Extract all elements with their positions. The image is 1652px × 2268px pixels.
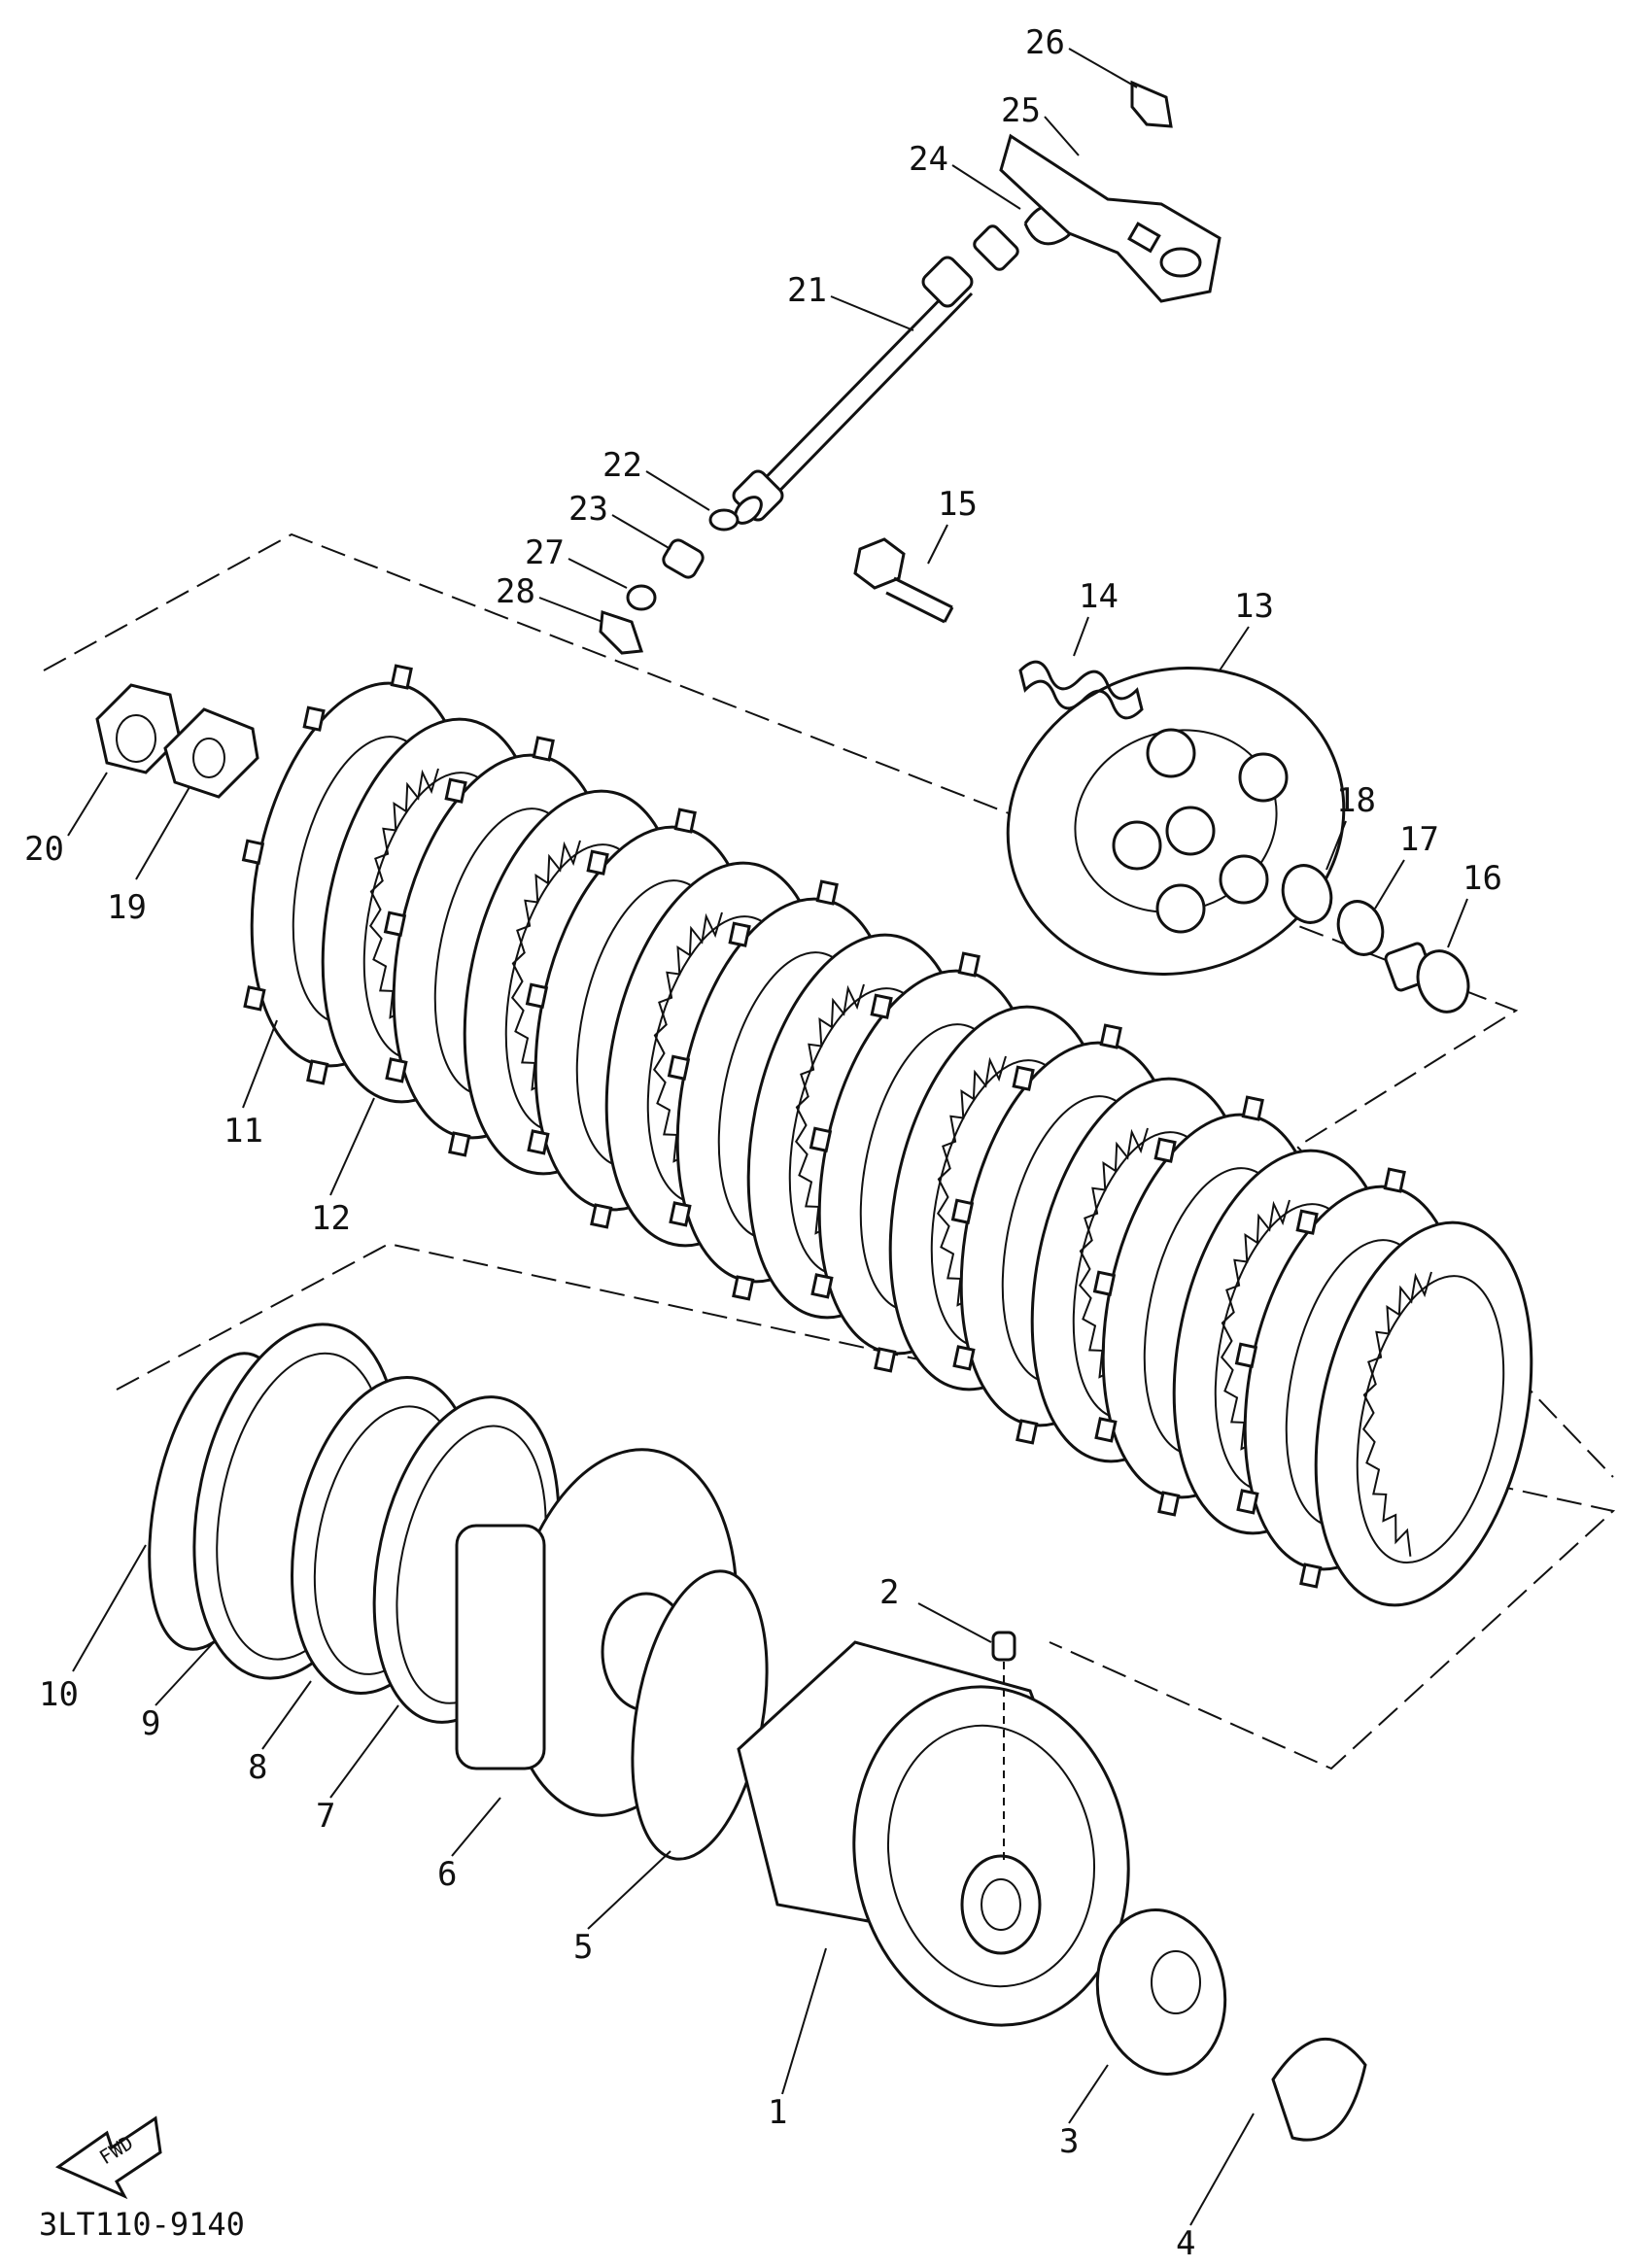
forward-arrow-icon: FWD: [54, 2115, 162, 2200]
push-lever-assembly: [599, 80, 1222, 655]
leader-line-19: [135, 786, 190, 880]
leader-line-21: [830, 295, 914, 331]
part-label-2: 2: [879, 1573, 899, 1612]
leader-line-3: [1068, 2064, 1109, 2124]
part-label-28: 28: [496, 572, 535, 611]
leader-line-25: [1044, 116, 1080, 156]
leader-line-16: [1447, 898, 1468, 948]
part-label-10: 10: [39, 1675, 79, 1714]
part-label-11: 11: [224, 1112, 263, 1151]
part-label-13: 13: [1234, 587, 1274, 626]
leader-line-9: [155, 1641, 215, 1706]
part-label-9: 9: [141, 1704, 160, 1743]
part-label-23: 23: [568, 490, 608, 529]
leader-line-23: [611, 514, 671, 550]
part-label-14: 14: [1079, 577, 1119, 616]
part-label-15: 15: [938, 485, 978, 524]
leader-line-6: [451, 1797, 501, 1857]
leader-line-26: [1068, 48, 1138, 88]
leader-line-1: [781, 1947, 827, 2095]
clutch-plate-stack: [241, 664, 1533, 1607]
part-labels: 1234567891011121314151617181920212223242…: [24, 23, 1502, 2263]
clutch-plate: [1314, 1220, 1533, 1607]
leader-line-20: [67, 772, 108, 837]
leader-line-22: [645, 470, 710, 511]
leader-line-8: [261, 1680, 312, 1750]
part-label-20: 20: [24, 830, 64, 869]
gear-3: [1095, 1908, 1227, 2076]
bolt-15: [853, 537, 954, 624]
leader-line-27: [568, 558, 628, 589]
part-label-27: 27: [525, 533, 565, 572]
part-label-22: 22: [602, 446, 642, 485]
collar-2: [991, 1631, 1016, 1866]
part-label-21: 21: [787, 271, 827, 310]
part-label-19: 19: [107, 888, 147, 927]
part-label-3: 3: [1059, 2122, 1079, 2161]
part-label-26: 26: [1025, 23, 1065, 62]
part-label-8: 8: [248, 1748, 267, 1787]
part-label-1: 1: [768, 2093, 787, 2132]
leader-line-2: [917, 1602, 992, 1643]
clutch-spring: [1018, 660, 1144, 720]
part-label-5: 5: [573, 1928, 593, 1967]
leader-line-5: [587, 1850, 671, 1930]
part-label-17: 17: [1399, 820, 1439, 859]
leader-line-10: [72, 1544, 147, 1672]
leader-line-13: [1219, 626, 1250, 671]
clutch-housing: [737, 1640, 1130, 2027]
part-label-4: 4: [1176, 2224, 1195, 2263]
drawing-code: 3LT110-9140: [39, 2206, 245, 2243]
leader-line-14: [1073, 616, 1089, 657]
leader-line-24: [951, 164, 1021, 210]
part-label-12: 12: [311, 1199, 351, 1238]
leader-line-15: [927, 524, 948, 565]
part-label-18: 18: [1336, 781, 1376, 820]
leader-line-11: [242, 1019, 278, 1109]
part-label-25: 25: [1001, 91, 1041, 130]
part-label-7: 7: [316, 1797, 335, 1836]
part-label-16: 16: [1463, 859, 1502, 898]
washer-nut-bolt-16-18: [1281, 864, 1470, 1014]
part-label-6: 6: [437, 1855, 457, 1894]
part-label-24: 24: [909, 140, 948, 179]
lock-washer: [163, 707, 259, 799]
leader-line-28: [538, 597, 603, 623]
leader-line-7: [329, 1704, 399, 1799]
leader-line-12: [329, 1097, 375, 1196]
leader-line-17: [1374, 859, 1405, 910]
circlip-4: [1271, 2037, 1367, 2142]
leader-line-4: [1189, 2113, 1255, 2226]
pressure-plate: [1006, 667, 1346, 976]
lower-group-outline: [116, 1242, 1616, 1770]
leader-line-18: [1325, 820, 1347, 871]
